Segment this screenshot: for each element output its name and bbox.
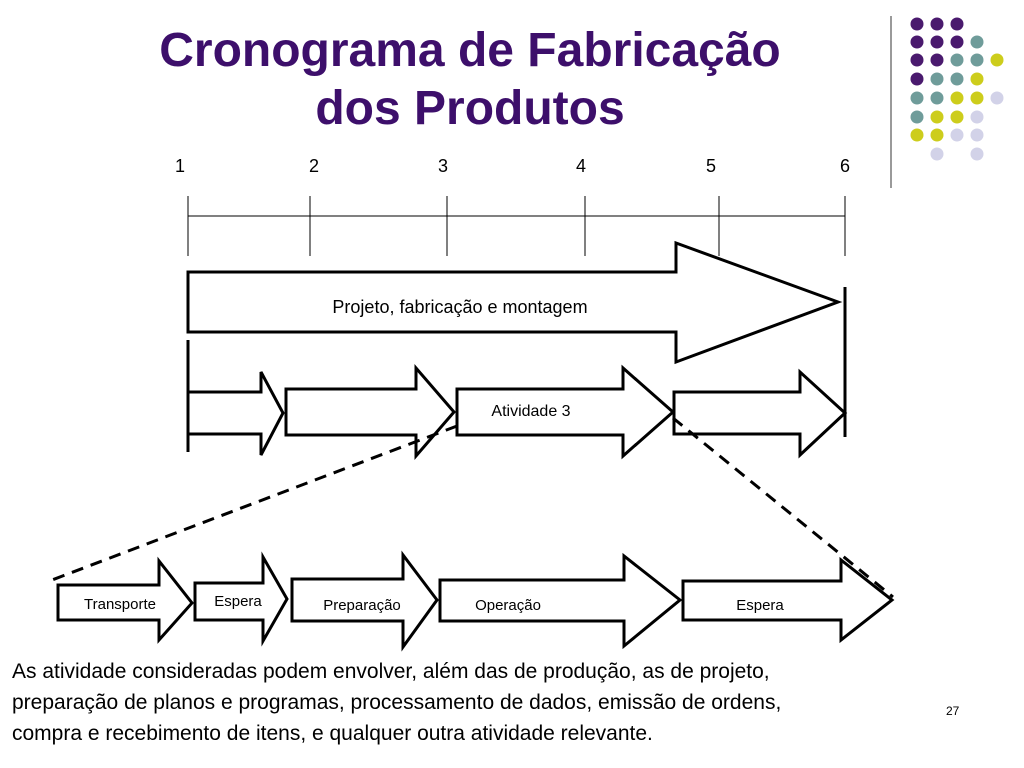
dot bbox=[970, 35, 984, 49]
activity-arrow-3 bbox=[455, 364, 676, 460]
dot bbox=[930, 72, 944, 86]
timeline-label-2: 2 bbox=[309, 156, 319, 176]
dot bbox=[970, 53, 984, 67]
body-line-2: preparação de planos e programas, proces… bbox=[12, 691, 782, 714]
activity-arrow-2 bbox=[284, 363, 456, 461]
title-line-1: Cronograma de Fabricação bbox=[159, 24, 781, 77]
detail-label-operacao: Operação bbox=[475, 597, 541, 614]
timeline-ruler bbox=[187, 196, 846, 256]
page-number: 27 bbox=[946, 704, 960, 718]
dot bbox=[910, 128, 924, 142]
zoom-line-right bbox=[672, 416, 894, 599]
dot bbox=[910, 72, 924, 86]
detail-label-espera-1: Espera bbox=[214, 593, 262, 610]
detail-arrow-transporte bbox=[56, 556, 194, 644]
dot bbox=[950, 17, 964, 31]
main-arrow-label: Projeto, fabricação e montagem bbox=[332, 297, 587, 317]
dot bbox=[970, 128, 984, 142]
dot bbox=[950, 110, 964, 124]
detail-arrow-operacao bbox=[438, 552, 683, 650]
timeline-label-5: 5 bbox=[706, 156, 716, 176]
dot bbox=[930, 17, 944, 31]
dot bbox=[970, 110, 984, 124]
activity-3-label: Atividade 3 bbox=[491, 403, 570, 420]
dot bbox=[950, 35, 964, 49]
main-arrow bbox=[186, 240, 843, 365]
body-text: As atividade consideradas podem envolver… bbox=[12, 656, 1012, 749]
dot bbox=[910, 53, 924, 67]
body-line-3: compra e recebimento de itens, e qualque… bbox=[12, 722, 653, 745]
dot bbox=[930, 128, 944, 142]
dot bbox=[990, 91, 1004, 105]
detail-arrow-espera-1 bbox=[193, 551, 289, 647]
dot bbox=[970, 91, 984, 105]
dot bbox=[950, 72, 964, 86]
dot bbox=[990, 53, 1004, 67]
dot bbox=[930, 91, 944, 105]
dot bbox=[930, 110, 944, 124]
dot bbox=[970, 147, 984, 161]
detail-arrow-espera-2 bbox=[681, 556, 895, 644]
activity-arrow-4 bbox=[672, 368, 848, 459]
dot bbox=[930, 53, 944, 67]
dot bbox=[950, 53, 964, 67]
dot bbox=[950, 91, 964, 105]
timeline-label-1: 1 bbox=[175, 156, 185, 176]
dot bbox=[930, 147, 944, 161]
timeline-label-4: 4 bbox=[576, 156, 586, 176]
title-line-2: dos Produtos bbox=[315, 82, 625, 135]
timeline-label-6: 6 bbox=[840, 156, 850, 176]
dot bbox=[910, 35, 924, 49]
detail-arrow-preparacao bbox=[290, 550, 439, 652]
decorative-divider bbox=[890, 16, 892, 188]
timeline-label-3: 3 bbox=[438, 156, 448, 176]
dot bbox=[910, 17, 924, 31]
detail-label-transporte: Transporte bbox=[84, 596, 156, 613]
dot bbox=[930, 35, 944, 49]
decorative-dot-grid bbox=[910, 17, 1004, 161]
dot bbox=[950, 128, 964, 142]
body-line-1: As atividade consideradas podem envolver… bbox=[12, 660, 770, 683]
detail-label-preparacao: Preparação bbox=[323, 597, 401, 614]
activity-arrow-1 bbox=[186, 371, 285, 456]
dot bbox=[910, 110, 924, 124]
detail-label-espera-2: Espera bbox=[736, 597, 784, 614]
zoom-line-left bbox=[51, 424, 458, 582]
dot bbox=[910, 91, 924, 105]
dot bbox=[970, 72, 984, 86]
slide-title: Cronograma de Fabricação dos Produtos bbox=[90, 22, 850, 138]
